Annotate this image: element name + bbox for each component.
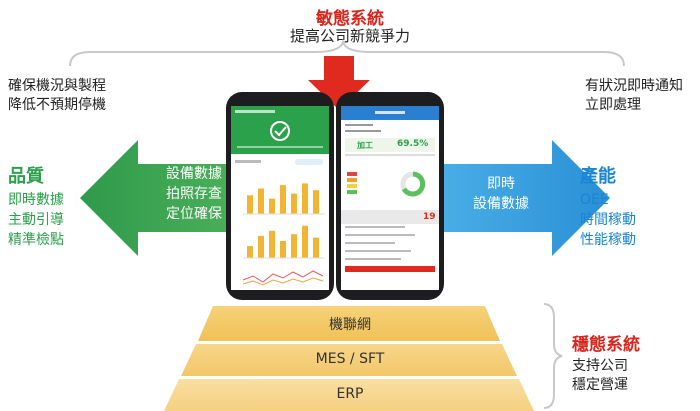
top-bracket <box>69 38 625 67</box>
phone-bar <box>269 230 275 258</box>
right-phone-screen: 加工 69.5% 19 <box>341 106 439 290</box>
phone-bar <box>302 183 308 214</box>
right-note-line-1: 有狀況即時通知 <box>585 78 683 94</box>
right-note: 有狀況即時通知 立即處理 <box>585 77 683 115</box>
quality-item-1: 即時數據 <box>8 192 64 208</box>
pyramid-level-3-label: ERP <box>336 386 364 402</box>
green-left-arrow <box>80 140 260 256</box>
pyramid-level-3 <box>164 379 534 411</box>
stable-bracket <box>543 303 563 409</box>
phone-bar <box>291 193 297 214</box>
left-phone <box>226 92 334 300</box>
quality-title: 品質 <box>8 166 44 187</box>
phone-bar <box>280 185 286 214</box>
stable-system-line-2: 穩定營運 <box>572 377 628 393</box>
phone-bar <box>302 225 308 258</box>
left-note-line-1: 確保機況與製程 <box>8 78 106 94</box>
check-icon <box>270 121 290 141</box>
phone-bar <box>313 190 319 214</box>
capacity-item-1: OEE <box>580 192 609 208</box>
left-arrow-line-2: 拍照存查 <box>166 186 222 202</box>
left-arrow-line-3: 定位確保 <box>166 206 222 222</box>
left-note-line-2: 降低不預期停機 <box>8 97 106 113</box>
left-phone-screen <box>231 106 329 290</box>
right-note-line-2: 立即處理 <box>585 97 641 113</box>
right-arrow-line-2: 設備數據 <box>473 196 529 212</box>
phone-bar <box>258 188 264 214</box>
phone-bar <box>313 237 319 258</box>
phone-bar <box>291 234 297 258</box>
alert-count: 19 <box>423 212 436 222</box>
pyramid-level-1 <box>198 306 500 341</box>
right-phone: 加工 69.5% 19 <box>336 92 444 300</box>
phone-bar <box>247 246 253 258</box>
right-arrow-text: 即時 設備數據 <box>446 174 556 214</box>
pyramid-level-2-label: MES / SFT <box>315 351 385 367</box>
left-arrow-line-1: 設備數據 <box>166 166 222 182</box>
utilization-percent: 69.5% <box>397 139 429 149</box>
phone-bar <box>258 235 264 258</box>
capacity-block: 產能 OEE 時間稼動 性能稼動 <box>580 162 636 250</box>
pyramid-level-1-label: 機聯網 <box>329 317 371 333</box>
right-arrow-line-1: 即時 <box>487 176 515 192</box>
left-phone-dashboard <box>231 106 329 286</box>
phone-bar <box>247 195 253 214</box>
agile-system-subtitle: 提高公司新競爭力 <box>289 27 410 45</box>
capacity-item-2: 時間稼動 <box>580 212 636 228</box>
stable-system-title: 穩態系統 <box>572 335 640 355</box>
capacity-title: 產能 <box>580 166 616 187</box>
quality-item-3: 精準檢點 <box>8 232 64 248</box>
left-note: 確保機況與製程 降低不預期停機 <box>8 77 106 115</box>
processing-status-label: 加工 <box>357 141 373 150</box>
capacity-item-3: 性能稼動 <box>580 232 636 248</box>
phone-bar <box>280 241 286 258</box>
stable-system-block: 穩態系統 支持公司 穩定營運 <box>572 330 640 395</box>
phone-bar <box>269 198 275 214</box>
left-arrow-text: 設備數據 拍照存查 定位確保 <box>136 164 252 224</box>
pyramid-level-2 <box>181 344 517 376</box>
quality-block: 品質 即時數據 主動引導 精準檢點 <box>8 162 64 250</box>
stable-system-line-1: 支持公司 <box>572 358 628 374</box>
blue-right-arrow <box>430 140 610 256</box>
red-down-arrow <box>308 56 370 110</box>
right-phone-status <box>341 106 439 272</box>
agile-system-title: 敏態系統 <box>316 9 384 29</box>
quality-item-2: 主動引導 <box>8 212 64 228</box>
